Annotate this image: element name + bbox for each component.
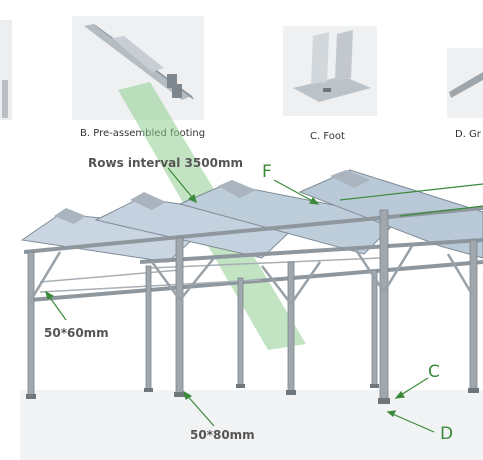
pointer-f-right-2 [399,205,483,217]
caption-pre-assembled-footing: B. Pre-assembled footing [80,128,206,139]
rail-end-icon [0,20,12,120]
beam-lower [29,260,483,302]
callout-f: F [262,162,272,182]
rows-interval-label: Rows interval 3500mm [88,156,243,170]
callout-c: C [428,362,440,382]
post-4 [237,277,244,387]
post-7 [379,209,389,401]
callout-d: D [440,424,454,444]
feet [26,384,479,404]
braces [29,245,475,305]
post-3 [175,237,184,395]
caption-ground-screw: D. Gr [455,129,481,140]
post-8 [469,239,478,391]
caption-foot: C. Foot [310,131,345,142]
post-1 [27,251,35,397]
foot-bracket-icon [283,26,377,116]
ridge-3 [218,180,256,198]
post-2 [145,265,152,391]
beam-mid [139,238,483,264]
thumb-ground-screw [447,48,483,118]
thumb-rail-end [0,20,12,120]
pointer-f-right-1 [339,183,483,201]
pointer-f [273,179,319,205]
post-6 [371,269,378,387]
thumb-foot [283,26,377,116]
post-size-large-label: 50*80mm [190,428,255,442]
ridge-4 [330,170,370,188]
ridge-1 [54,208,86,224]
foot-c [378,398,390,404]
ground-shadow [20,390,483,460]
ground-screw-icon [447,48,483,118]
pointer-rows-interval [167,167,197,203]
thumb-pre-assembled-footing [72,16,204,120]
pointer-d [387,411,435,433]
post-5 [287,261,295,393]
post-size-small-label: 50*60mm [44,326,109,340]
pre-assembled-footing-icon [72,16,204,120]
panel-rows [20,169,483,263]
ridge-2 [130,192,166,210]
pointer-lines [45,167,483,433]
